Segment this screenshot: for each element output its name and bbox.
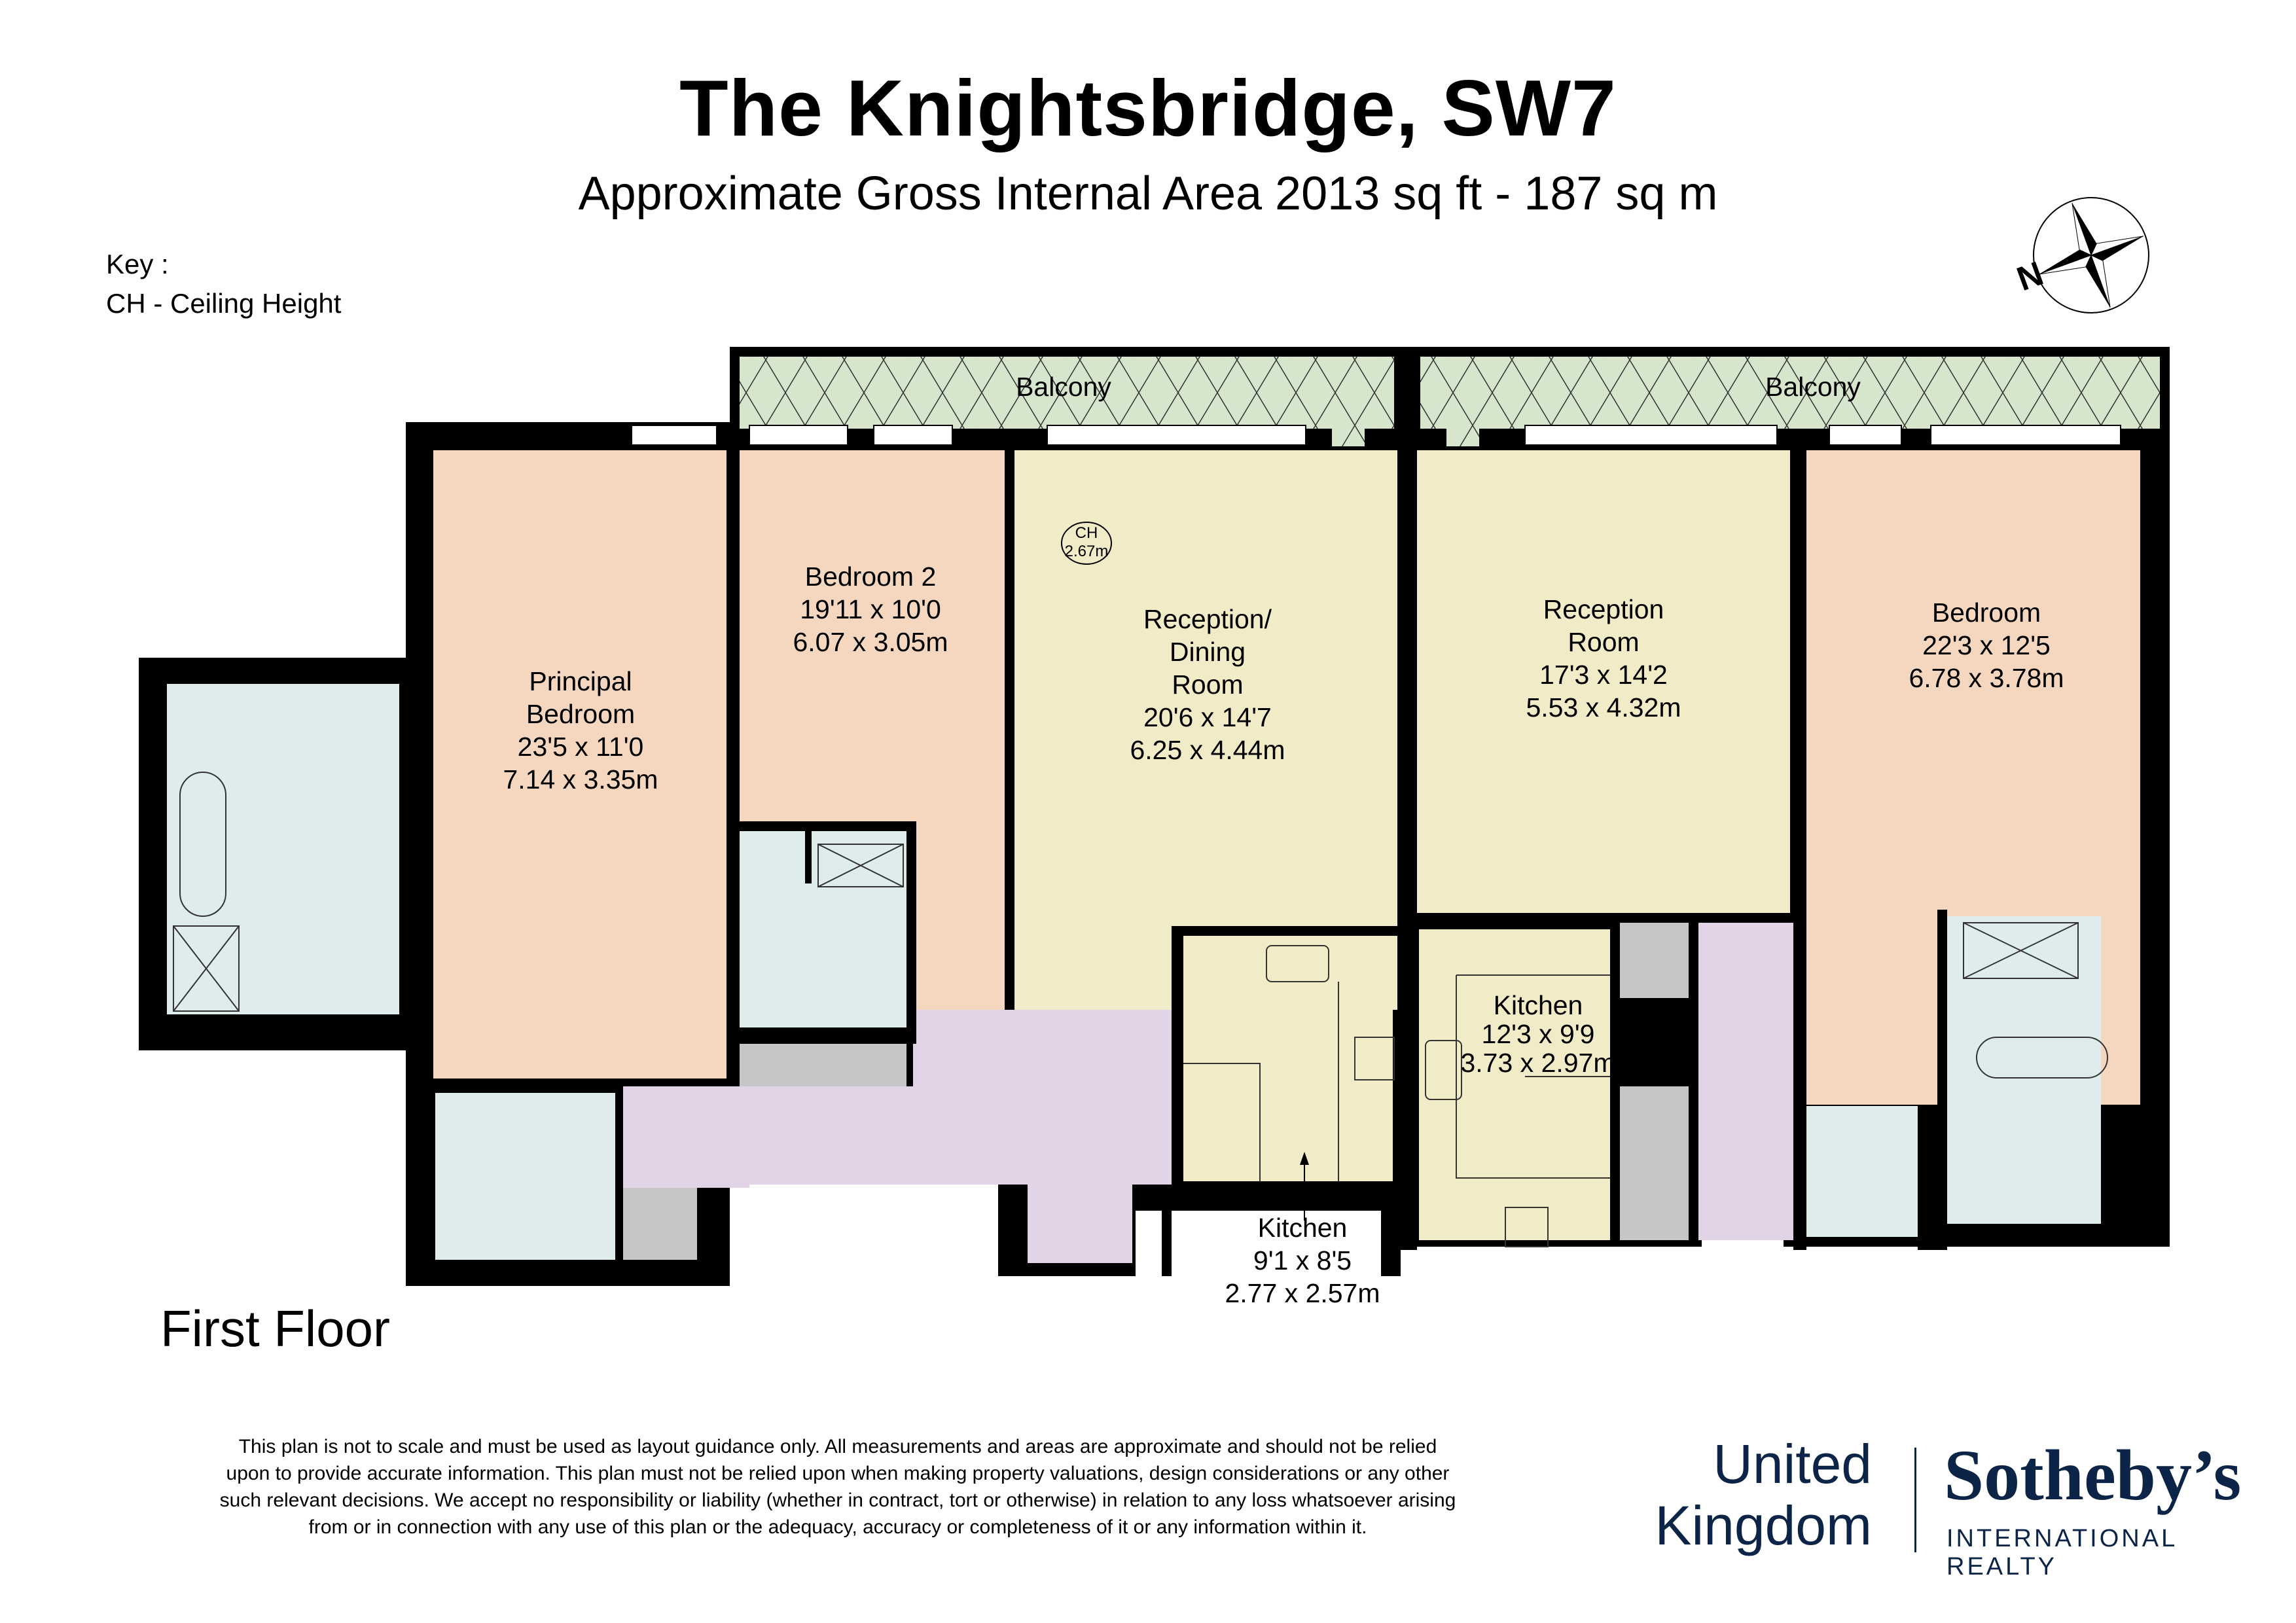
- room-label-reception-dining-line: 20'6 x 14'7: [1143, 702, 1272, 732]
- room-ensuite-principal: [167, 684, 399, 1014]
- room-label-bedroom-line: Bedroom: [1932, 597, 2041, 628]
- room-label-bedroom-line: 6.78 x 3.78m: [1909, 663, 2064, 693]
- logo-region-line-2: Kingdom: [1655, 1495, 1872, 1556]
- room-label-kitchen-right-line: 3.73 x 2.97m: [1460, 1048, 1615, 1078]
- key-item-ceiling-height: CH - Ceiling Height: [106, 288, 342, 319]
- room-label-kitchen-left-line: Kitchen: [1258, 1213, 1348, 1243]
- ceiling-height-label: CH: [1075, 524, 1098, 542]
- room-label-bedroom-line: 22'3 x 12'5: [1922, 630, 2051, 660]
- plan-title: The Knightsbridge, SW7: [679, 63, 1617, 152]
- logo-tagline: INTERNATIONAL REALTY: [1946, 1525, 2177, 1580]
- floor-label: First Floor: [160, 1300, 390, 1357]
- logo-brand: Sotheby’s: [1944, 1435, 2242, 1515]
- room-ensuite-bedroom: [1947, 916, 2101, 1224]
- room-principal-bedroom: [433, 450, 726, 1079]
- balcony-door-left[interactable]: [1332, 425, 1365, 446]
- room-label-reception-dining-line: Room: [1172, 669, 1243, 700]
- room-ensuite-bedroom-2: [740, 831, 906, 1027]
- balcony-door-right[interactable]: [1446, 425, 1479, 446]
- storage-cupboard-4: [622, 1188, 697, 1260]
- room-label-reception-room-line: 5.53 x 4.32m: [1526, 692, 1681, 722]
- room-cloakroom: [435, 1093, 615, 1260]
- room-label-principal-bedroom-line: 23'5 x 11'0: [518, 732, 644, 762]
- balcony-right-label: Balcony: [1765, 372, 1861, 402]
- balcony-left-label: Balcony: [1016, 372, 1111, 402]
- key-title: Key :: [106, 249, 169, 279]
- shower-tray-icon: [1963, 922, 2079, 979]
- shower-tray-icon: [817, 844, 904, 887]
- room-label-bedroom-2-line: 6.07 x 3.05m: [793, 627, 948, 657]
- ceiling-height-value: 2.67m: [1065, 543, 1109, 560]
- room-label-kitchen-right-line: 12'3 x 9'9: [1482, 1019, 1595, 1049]
- room-label-bedroom-2-line: Bedroom 2: [805, 562, 937, 592]
- room-reception-room: [1417, 450, 1790, 915]
- room-label-kitchen-right-line: Kitchen: [1494, 990, 1583, 1020]
- windows: [631, 425, 2121, 446]
- room-label-reception-room-line: Reception: [1543, 594, 1664, 624]
- room-label-reception-dining-line: Dining: [1170, 637, 1246, 667]
- compass-rose-icon: [2033, 197, 2149, 313]
- storage-cupboard-3: [1620, 1086, 1689, 1240]
- sink-icon: [1425, 1040, 1462, 1100]
- hallway-right: [1698, 919, 1797, 1240]
- room-label-kitchen-left-line: 2.77 x 2.57m: [1225, 1278, 1380, 1308]
- exterior-cutouts: [730, 1185, 2170, 1342]
- bathtub-icon: [1976, 1037, 2108, 1079]
- room-label-reception-dining-line: Reception/: [1143, 604, 1272, 634]
- room-label-reception-dining-line: 6.25 x 4.44m: [1130, 735, 1285, 765]
- gross-area-subtitle: Approximate Gross Internal Area 2013 sq …: [578, 168, 1718, 220]
- room-kitchen-right: [1419, 929, 1610, 1240]
- room-label-principal-bedroom-line: 7.14 x 3.35m: [503, 764, 658, 794]
- sink-icon: [1266, 945, 1329, 982]
- room-label-kitchen-left-line: 9'1 x 8'5: [1253, 1245, 1352, 1275]
- balcony-left: [740, 357, 1394, 429]
- room-kitchen-left: [1183, 936, 1393, 1181]
- disclaimer-text: This plan is not to scale and must be us…: [219, 1436, 1456, 1538]
- bathtub-icon: [179, 772, 226, 917]
- storage-cupboard-1: [740, 1044, 906, 1086]
- room-wc: [1806, 1106, 1918, 1237]
- room-label-bedroom-2-line: 19'11 x 10'0: [800, 594, 941, 624]
- room-label-principal-bedroom-line: Principal: [529, 666, 632, 696]
- internal-walls: [399, 445, 1947, 1260]
- hob-icon: [1354, 1037, 1395, 1080]
- room-label-reception-room-line: Room: [1568, 627, 1639, 657]
- ceiling-height-marker: [1061, 522, 1112, 565]
- logo-divider: [1914, 1448, 1916, 1552]
- balcony-right: [1420, 357, 2160, 429]
- storage-cupboard-2: [1620, 919, 1689, 998]
- room-label-reception-room-line: 17'3 x 14'2: [1539, 660, 1668, 690]
- shower-tray-icon: [173, 925, 240, 1012]
- sothebys-logo: United Kingdom Sotheby’s INTERNATIONAL R…: [1636, 1433, 2265, 1580]
- hob-icon: [1505, 1207, 1549, 1247]
- logo-region-text: United Kingdom: [1655, 1433, 1872, 1556]
- entrance-lobby: [1028, 1178, 1132, 1263]
- room-reception-dining: [1014, 450, 1397, 1010]
- kitchen-pointer-arrow-icon: [1300, 1152, 1309, 1165]
- room-label-principal-bedroom-line: Bedroom: [526, 699, 635, 729]
- fixtures: [173, 772, 2108, 1247]
- logo-region-line-1: United: [1713, 1433, 1872, 1495]
- hallway-left: [622, 1010, 1172, 1188]
